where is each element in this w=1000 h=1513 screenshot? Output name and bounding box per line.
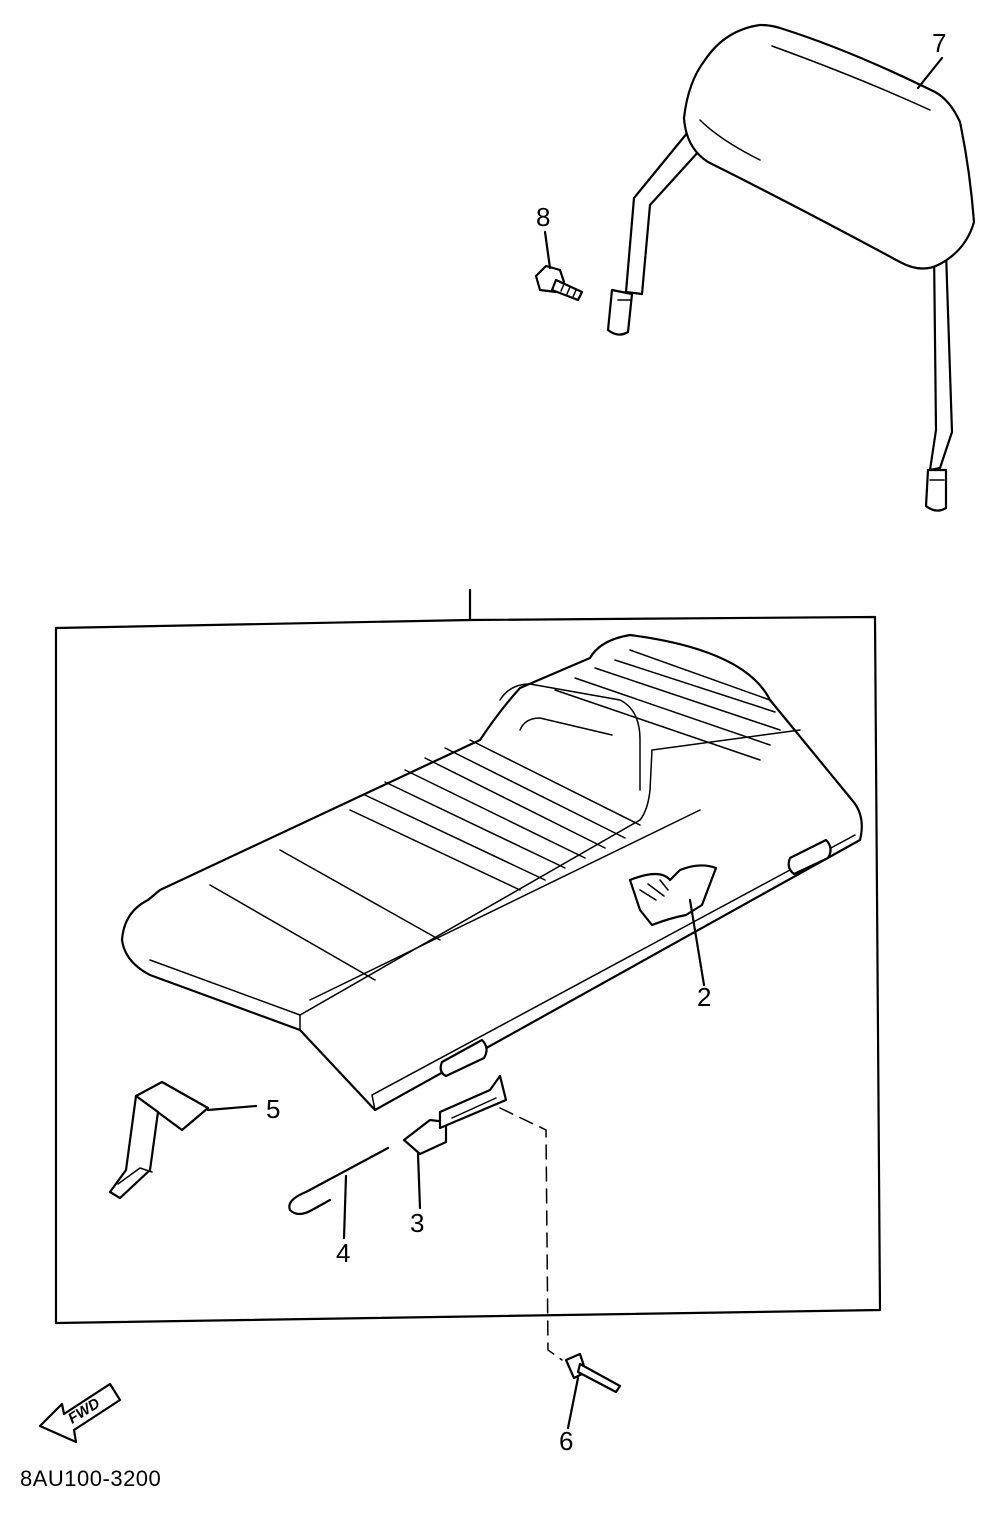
seat-part-2 — [120, 633, 863, 1112]
bolt-part-8 — [534, 230, 584, 302]
callout-3: 3 — [410, 1208, 424, 1238]
rivet-part-6 — [499, 1107, 622, 1430]
callout-8: 8 — [536, 202, 550, 232]
diagram-code: 8AU100-3200 — [20, 1466, 161, 1491]
callout-6: 6 — [559, 1426, 573, 1456]
stay-part-5 — [108, 1080, 258, 1200]
kit-bracket-part-1 — [54, 588, 882, 1325]
callout-4: 4 — [336, 1238, 350, 1268]
backrest-part-7 — [606, 23, 976, 512]
callout-7: 7 — [932, 28, 946, 58]
rod-part-4 — [288, 1146, 390, 1240]
fwd-arrow: FWD — [38, 1382, 122, 1444]
lock-part-3 — [402, 1074, 508, 1210]
callout-2: 2 — [697, 982, 711, 1012]
callout-5: 5 — [266, 1094, 280, 1124]
